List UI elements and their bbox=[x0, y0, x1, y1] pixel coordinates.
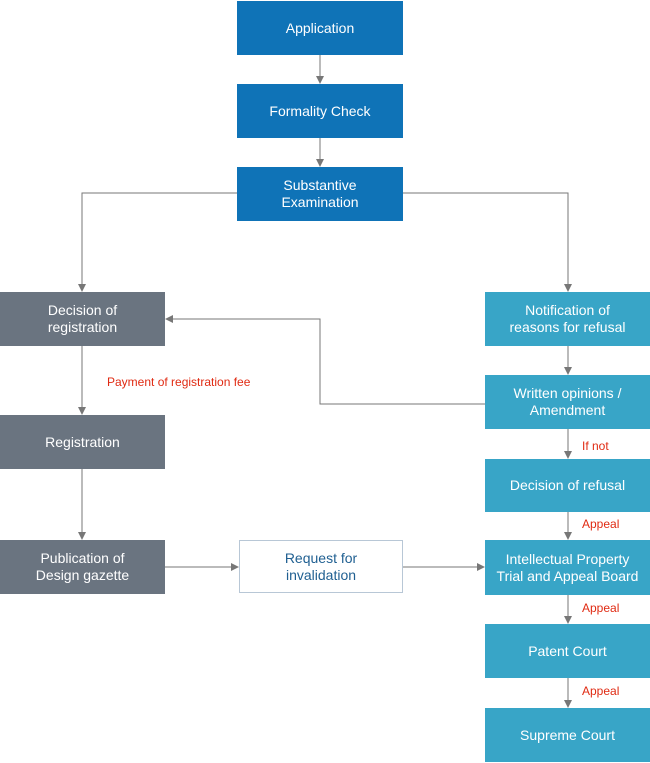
step-notification-of-refusal-reasons: Notification of reasons for refusal bbox=[485, 292, 650, 346]
arrow-substantive-to-decision-registration bbox=[78, 192, 237, 292]
step-formality-check: Formality Check bbox=[237, 84, 403, 138]
step-publication-design-gazette: Publication of Design gazette bbox=[0, 540, 165, 594]
step-decision-of-registration: Decision of registration bbox=[0, 292, 165, 346]
step-written-opinions-amendment: Written opinions / Amendment bbox=[485, 375, 650, 429]
annotation-payment-fee: Payment of registration fee bbox=[107, 375, 251, 389]
step-application: Application bbox=[237, 1, 403, 55]
step-supreme-court: Supreme Court bbox=[485, 708, 650, 762]
step-decision-of-refusal: Decision of refusal bbox=[485, 459, 650, 512]
step-patent-court: Patent Court bbox=[485, 624, 650, 678]
step-registration: Registration bbox=[0, 415, 165, 469]
annotation-appeal-to-board: Appeal bbox=[582, 517, 620, 531]
step-request-for-invalidation: Request for invalidation bbox=[239, 540, 403, 593]
arrow-written-to-decision-registration bbox=[165, 315, 485, 405]
annotation-appeal-to-supreme-court: Appeal bbox=[582, 684, 620, 698]
arrow-substantive-to-notification bbox=[403, 192, 572, 292]
step-substantive-examination: Substantive Examination bbox=[237, 167, 403, 221]
step-ip-trial-and-appeal-board: Intellectual Property Trial and Appeal B… bbox=[485, 540, 650, 595]
annotation-appeal-to-patent-court: Appeal bbox=[582, 601, 620, 615]
annotation-if-not: If not bbox=[582, 439, 609, 453]
